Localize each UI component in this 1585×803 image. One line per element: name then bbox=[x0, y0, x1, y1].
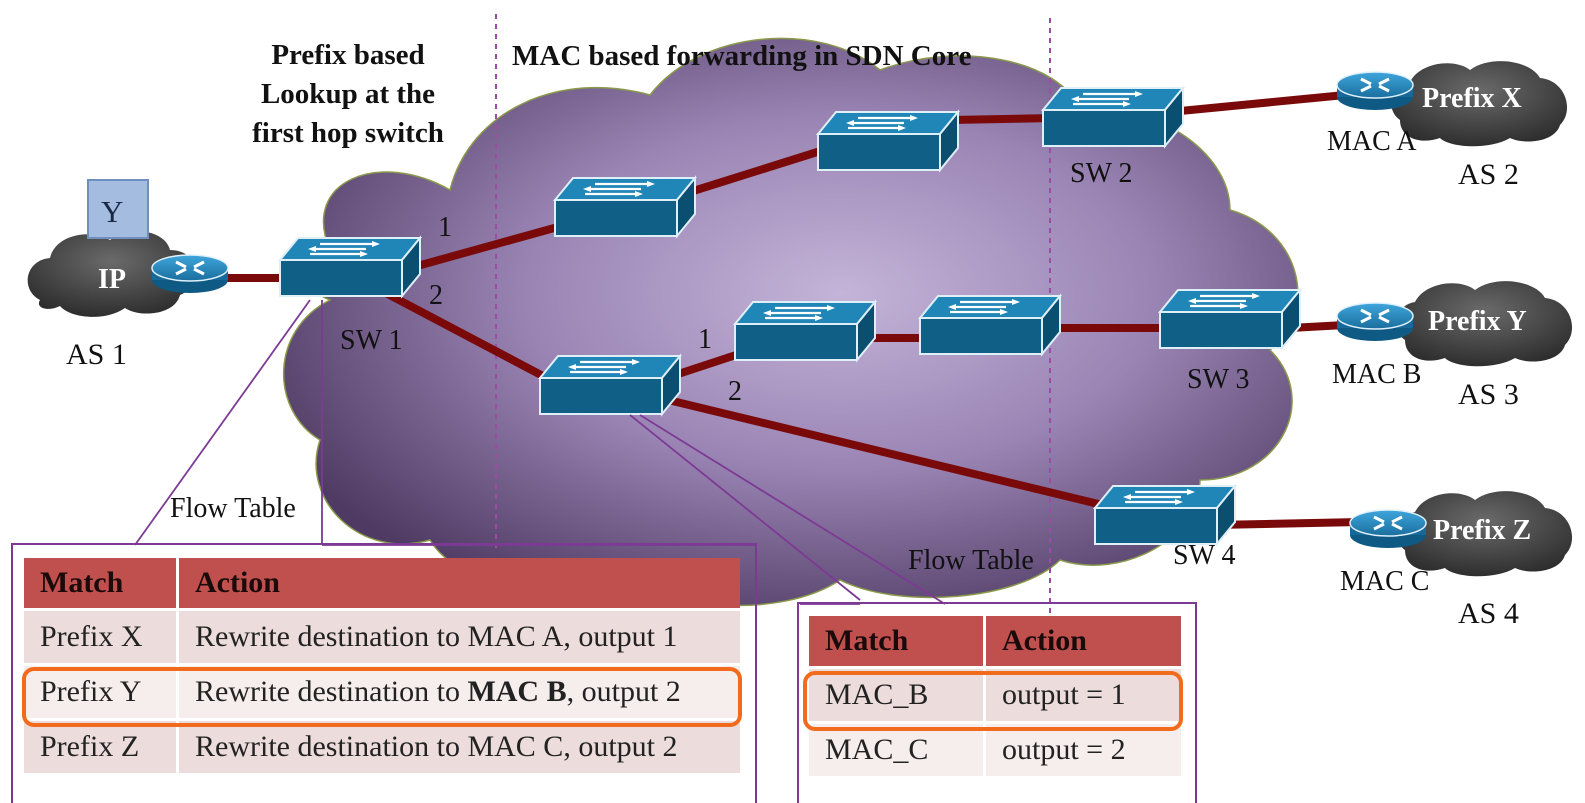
as3-cloud bbox=[1396, 281, 1573, 367]
flow-table-1-frame bbox=[11, 543, 757, 803]
prefix-z-label: Prefix Z bbox=[1433, 515, 1532, 546]
flow-table-1-match-cell: Prefix Y bbox=[24, 666, 176, 718]
flow-table-1-caption: Flow Table bbox=[170, 493, 296, 524]
switch-sw2[interactable] bbox=[1041, 86, 1185, 148]
sw1-label: SW 1 bbox=[340, 325, 403, 356]
as1-cloud-label: IP bbox=[98, 264, 126, 295]
flow-table-2-action-cell: output = 2 bbox=[986, 724, 1181, 776]
as2-cloud bbox=[1391, 61, 1568, 147]
action-text: Rewrite destination to bbox=[195, 675, 468, 708]
flow-table-1-match-cell: Prefix Z bbox=[24, 721, 176, 773]
action-output: , output 2 bbox=[563, 730, 678, 763]
table-row[interactable]: Prefix X Rewrite destination to MAC A, o… bbox=[24, 611, 740, 663]
flow-table-1-header: Match Action bbox=[24, 558, 740, 608]
action-text: Rewrite destination to bbox=[195, 730, 468, 763]
sw4-label: SW 4 bbox=[1173, 540, 1236, 571]
router-mac-a[interactable] bbox=[1335, 70, 1415, 112]
mac-a-label: MAC A bbox=[1327, 126, 1417, 157]
flow-table-1: Match Action Prefix X Rewrite destinatio… bbox=[21, 555, 743, 776]
table-row[interactable]: Prefix Z Rewrite destination to MAC C, o… bbox=[24, 721, 740, 773]
action-mac-bold: MAC B bbox=[467, 675, 567, 708]
sw3-label: SW 3 bbox=[1187, 364, 1250, 395]
router-mac-b[interactable] bbox=[1335, 301, 1415, 343]
flow-table-2-action-cell: output = 1 bbox=[986, 669, 1181, 721]
as2-label: AS 2 bbox=[1458, 158, 1519, 191]
sw1-port-2-label: 2 bbox=[429, 280, 443, 311]
switch-sw1[interactable] bbox=[278, 236, 422, 298]
switch-core-d[interactable] bbox=[733, 300, 877, 362]
switch-sw3[interactable] bbox=[1158, 288, 1302, 350]
flow-table-2-header-match: Match bbox=[809, 616, 983, 666]
title-prefix-line-1: Prefix based bbox=[271, 39, 425, 71]
as1-cloud bbox=[27, 231, 197, 317]
flow-table-2-header-action: Action bbox=[986, 616, 1181, 666]
flow-table-1-action-cell: Rewrite destination to MAC A, output 1 bbox=[179, 611, 740, 663]
title-prefix-line-3: first hop switch bbox=[252, 117, 444, 149]
flow-table-2-caption: Flow Table bbox=[908, 545, 1034, 576]
switch-sw4[interactable] bbox=[1093, 484, 1237, 546]
router-as1[interactable] bbox=[150, 253, 230, 295]
switch-core-a[interactable] bbox=[553, 176, 697, 238]
table-row[interactable]: Prefix Y Rewrite destination to MAC B, o… bbox=[24, 666, 740, 718]
prefix-y-label: Prefix Y bbox=[1428, 306, 1527, 337]
flow-table-1-header-action: Action bbox=[179, 558, 740, 608]
flow-table-2-header: Match Action bbox=[809, 616, 1181, 666]
table-row[interactable]: MAC_B output = 1 bbox=[809, 669, 1181, 721]
as4-label: AS 4 bbox=[1458, 597, 1519, 630]
flow-table-1-header-match: Match bbox=[24, 558, 176, 608]
action-output: , output 1 bbox=[563, 620, 678, 653]
mac-c-label: MAC C bbox=[1340, 566, 1430, 597]
action-text: Rewrite destination to bbox=[195, 620, 468, 653]
flow-table-1-action-cell: Rewrite destination to MAC C, output 2 bbox=[179, 721, 740, 773]
flow-table-2: Match Action MAC_B output = 1 MAC_C outp… bbox=[806, 613, 1184, 779]
action-mac: MAC C bbox=[467, 730, 564, 763]
as1-label: AS 1 bbox=[66, 338, 127, 371]
title-prefix-line-2: Lookup at the bbox=[260, 78, 436, 110]
as4-cloud bbox=[1396, 491, 1573, 577]
prefix-x-label: Prefix X bbox=[1422, 83, 1522, 114]
callout-lines bbox=[134, 299, 946, 605]
switch-core-c[interactable] bbox=[538, 354, 682, 416]
title-prefix-lookup: Prefix based Lookup at the first hop swi… bbox=[236, 36, 460, 153]
flow-table-1-highlight bbox=[22, 667, 742, 727]
flow-table-2-frame bbox=[797, 602, 1197, 803]
sw2-label: SW 2 bbox=[1070, 158, 1133, 189]
flow-table-1-action-cell: Rewrite destination to MAC B, output 2 bbox=[179, 666, 740, 718]
title-mac-forwarding: MAC based forwarding in SDN Core bbox=[512, 40, 972, 72]
flow-table-1-match-cell: Prefix X bbox=[24, 611, 176, 663]
table-row[interactable]: MAC_C output = 2 bbox=[809, 724, 1181, 776]
as3-label: AS 3 bbox=[1458, 378, 1519, 411]
flow-table-2-match-cell: MAC_C bbox=[809, 724, 983, 776]
switch-core-e[interactable] bbox=[918, 294, 1062, 356]
core-port-2-label: 2 bbox=[728, 376, 742, 407]
core-port-1-label: 1 bbox=[698, 324, 712, 355]
packet-label: Y bbox=[101, 194, 124, 229]
mac-b-label: MAC B bbox=[1332, 359, 1422, 390]
action-mac: MAC A bbox=[467, 620, 564, 653]
flow-table-2-highlight bbox=[803, 671, 1183, 731]
switch-core-b[interactable] bbox=[816, 110, 960, 172]
flow-table-2-match-cell: MAC_B bbox=[809, 669, 983, 721]
router-mac-c[interactable] bbox=[1348, 508, 1428, 550]
sw1-port-1-label: 1 bbox=[438, 212, 452, 243]
action-output: , output 2 bbox=[566, 675, 681, 708]
packet-box bbox=[87, 179, 149, 239]
